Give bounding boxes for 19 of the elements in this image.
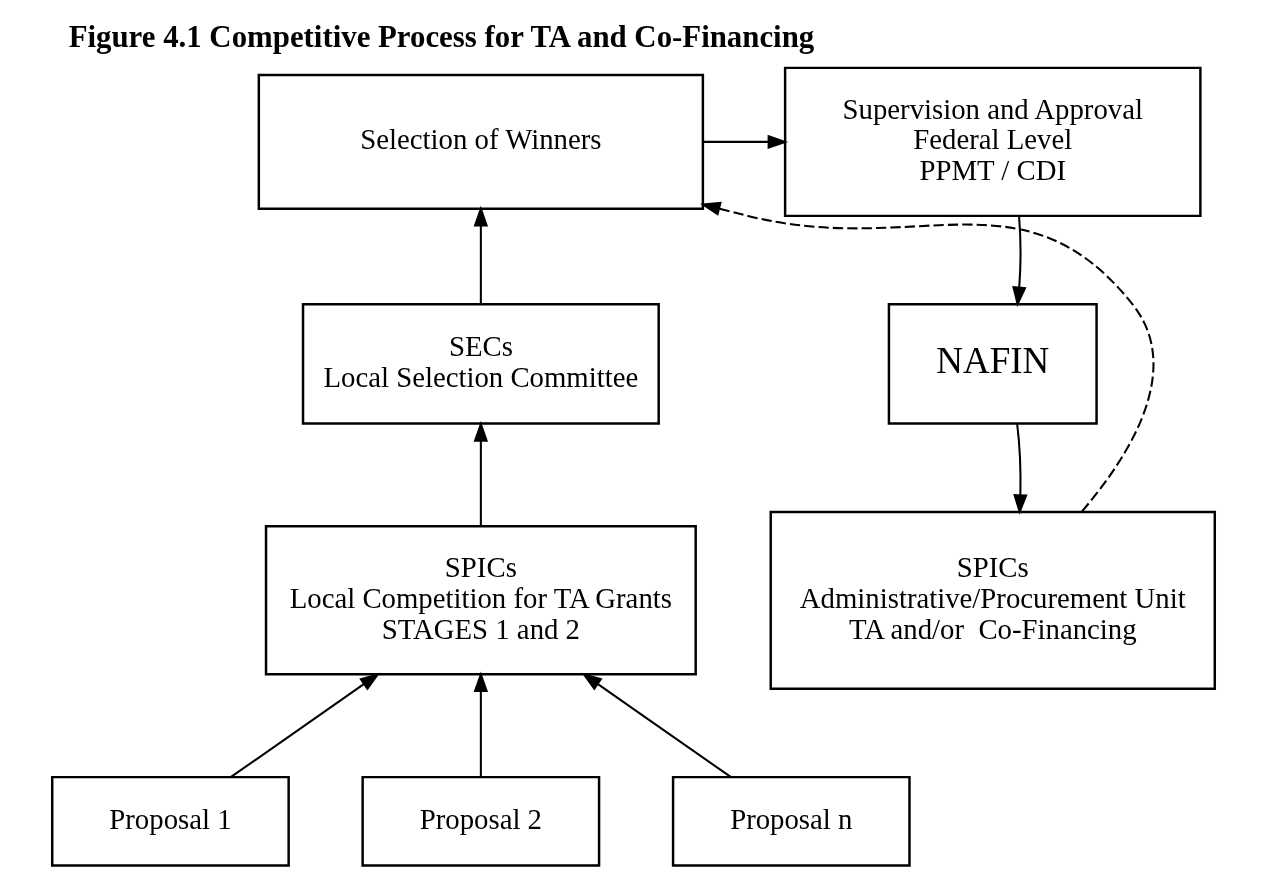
arrow bbox=[1012, 423, 1028, 515]
node-box: SPICs Administrative/Procurement Unit TA and/or Co-Financing bbox=[769, 510, 1216, 690]
arrow bbox=[473, 205, 488, 304]
arrow bbox=[473, 671, 488, 777]
arrow bbox=[229, 672, 380, 778]
arrow bbox=[703, 134, 788, 150]
node-box: Proposal 1 bbox=[50, 775, 290, 867]
node-box: Supervision and Approval Federal Level PPMT / CDI bbox=[783, 66, 1202, 218]
node-box: Proposal n bbox=[671, 775, 911, 867]
arrow bbox=[699, 201, 1154, 512]
node-box: SPICs Local Competition for TA Grants STAGES 1 and 2 bbox=[264, 525, 697, 676]
node-box: Proposal 2 bbox=[360, 775, 600, 867]
arrow bbox=[473, 421, 488, 527]
node-box: NAFIN bbox=[887, 303, 1098, 425]
diagram-title: Figure 4.1 Competitive Process for TA and Co-Financing bbox=[68, 20, 814, 55]
arrow bbox=[581, 672, 731, 778]
arrow bbox=[1011, 216, 1026, 308]
node-box: Selection of Winners bbox=[257, 73, 704, 210]
node-box: SECs Local Selection Committee bbox=[301, 303, 660, 425]
